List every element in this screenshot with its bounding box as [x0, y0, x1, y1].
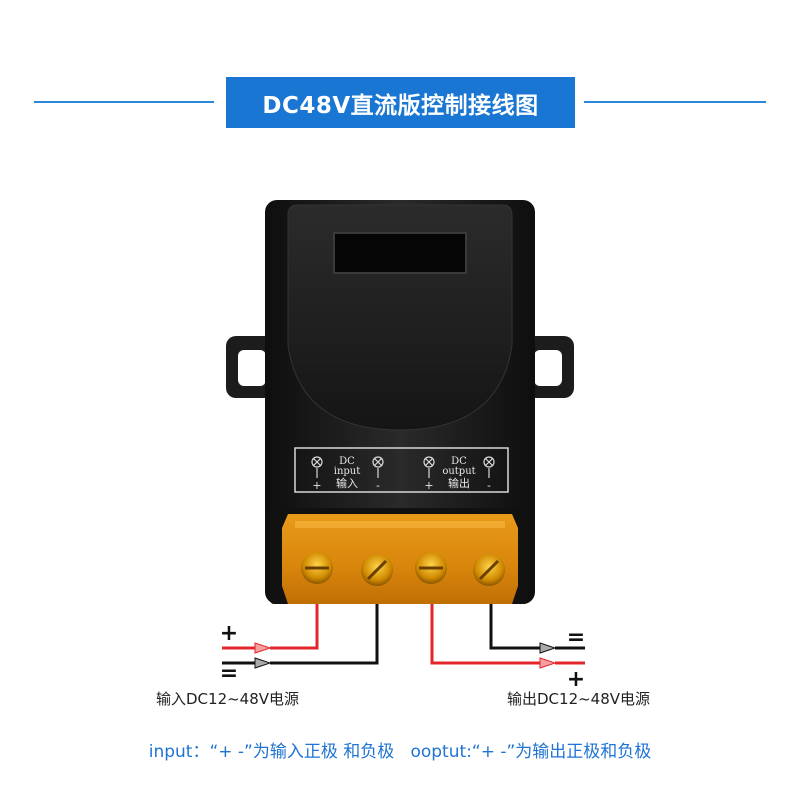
terminal-amber-cover: [282, 514, 518, 604]
left-plus-symbol: +: [220, 621, 238, 646]
output-dc-label: DC: [451, 456, 467, 467]
input-power-caption: 输入DC12~48V电源: [156, 690, 300, 708]
output-plus-label: +: [424, 479, 433, 492]
screw-symbols: [311, 456, 495, 478]
output-power-caption: 输出DC12~48V电源: [507, 690, 651, 708]
mounting-ear-left: [226, 336, 274, 398]
terminal-screw-3: [415, 552, 447, 584]
mounting-ear-right: [526, 336, 574, 398]
output-en-label: output: [442, 466, 475, 477]
title-left-line: [34, 101, 214, 103]
input-minus-label: -: [376, 479, 380, 492]
wire-output-negative: [489, 604, 540, 650]
input-cn-label: 输入: [336, 476, 358, 490]
page-title: DC48V直流版控制接线图: [226, 77, 575, 128]
input-plus-label: +: [312, 479, 321, 492]
input-dc-label: DC: [339, 456, 355, 467]
output-cn-label: 输出: [448, 476, 470, 490]
left-minus-symbol: =: [220, 661, 238, 686]
right-minus-symbol: =: [567, 625, 585, 650]
terminal-screw-1: [301, 552, 333, 584]
wire-arrows: [222, 642, 585, 669]
title-right-line: [584, 101, 766, 103]
output-minus-label: -: [487, 479, 491, 492]
footer-note: input：“+ -”为输入正极 和负极 ooptut:“+ -”为输出正极和负…: [148, 742, 652, 762]
terminal-screw-4: [473, 554, 505, 586]
wire-input-negative: [270, 604, 379, 665]
wire-input-positive: [270, 604, 319, 650]
wire-output-positive: [430, 604, 540, 665]
indicator-window: [333, 232, 467, 274]
terminal-screw-2: [361, 554, 393, 586]
right-plus-symbol: +: [567, 667, 585, 692]
terminal-label-panel: [294, 447, 509, 493]
input-en-label: input: [334, 466, 361, 477]
